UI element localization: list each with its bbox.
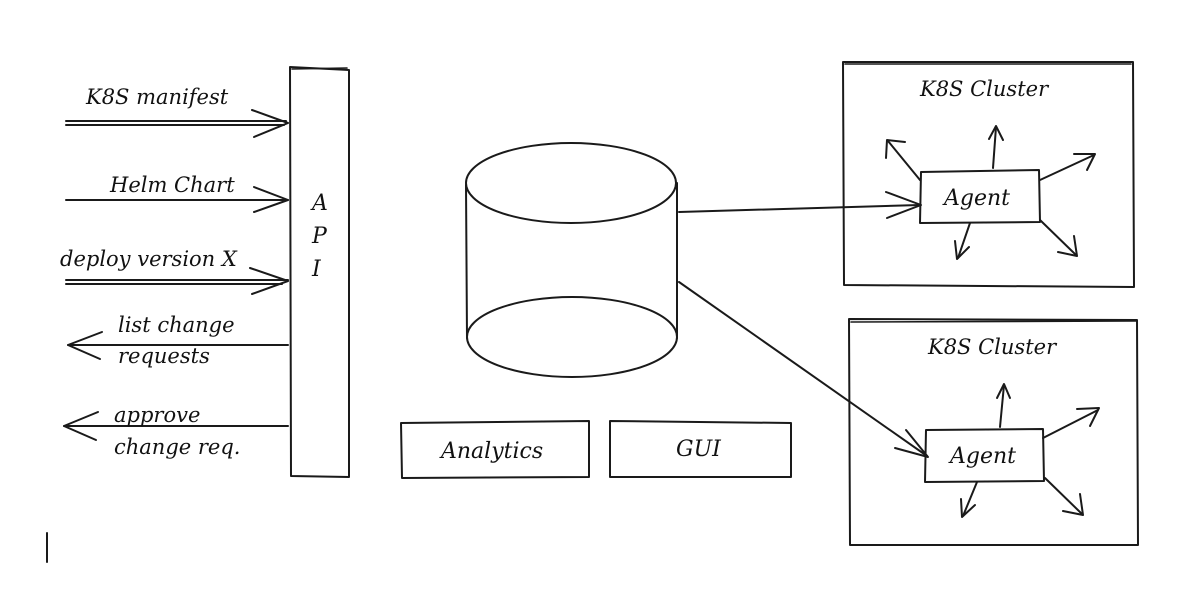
agent-1-label: Agent <box>942 186 1010 211</box>
k8s-cluster-1: K8S Cluster Agent <box>842 61 1135 288</box>
analytics-label: Analytics <box>439 439 543 464</box>
input-label-helm-chart: Helm Chart <box>109 173 235 197</box>
output-arrow-approve-change: approve change req. <box>63 403 289 459</box>
api-letter-a: A <box>310 191 328 216</box>
output-label-approve-line2: change req. <box>114 435 240 459</box>
output-label-list-change-line2: requests <box>118 344 210 368</box>
output-arrow-list-change-requests: list change requests <box>67 313 289 368</box>
agent-box-2: Agent <box>924 428 1045 483</box>
analytics-box: Analytics <box>400 420 590 479</box>
gui-label: GUI <box>676 437 722 462</box>
api-letter-p: P <box>311 224 328 249</box>
cluster-2-title: K8S Cluster <box>927 335 1058 359</box>
input-arrow-k8s-manifest: K8S manifest <box>65 85 289 138</box>
api-letter-i: I <box>311 257 322 282</box>
input-label-deploy-version: deploy version X <box>60 247 238 271</box>
output-label-approve-line1: approve <box>114 403 200 427</box>
api-box: A P I <box>289 66 350 478</box>
agent-box-1: Agent <box>919 169 1041 224</box>
connector-db-to-agent-1 <box>678 191 922 219</box>
agent-2-label: Agent <box>948 444 1016 469</box>
gui-box: GUI <box>609 420 792 478</box>
agent-2-arrows <box>960 383 1100 518</box>
input-arrow-helm-chart: Helm Chart <box>65 173 289 213</box>
output-label-list-change-line1: list change <box>118 313 235 337</box>
input-arrow-deploy-version: deploy version X <box>60 247 289 295</box>
agent-1-arrows <box>885 125 1096 260</box>
input-label-k8s-manifest: K8S manifest <box>85 85 229 109</box>
database-cylinder <box>465 142 678 378</box>
connector-db-to-agent-2 <box>678 281 929 458</box>
k8s-cluster-2: K8S Cluster Agent <box>848 318 1139 546</box>
cluster-1-title: K8S Cluster <box>919 77 1050 101</box>
